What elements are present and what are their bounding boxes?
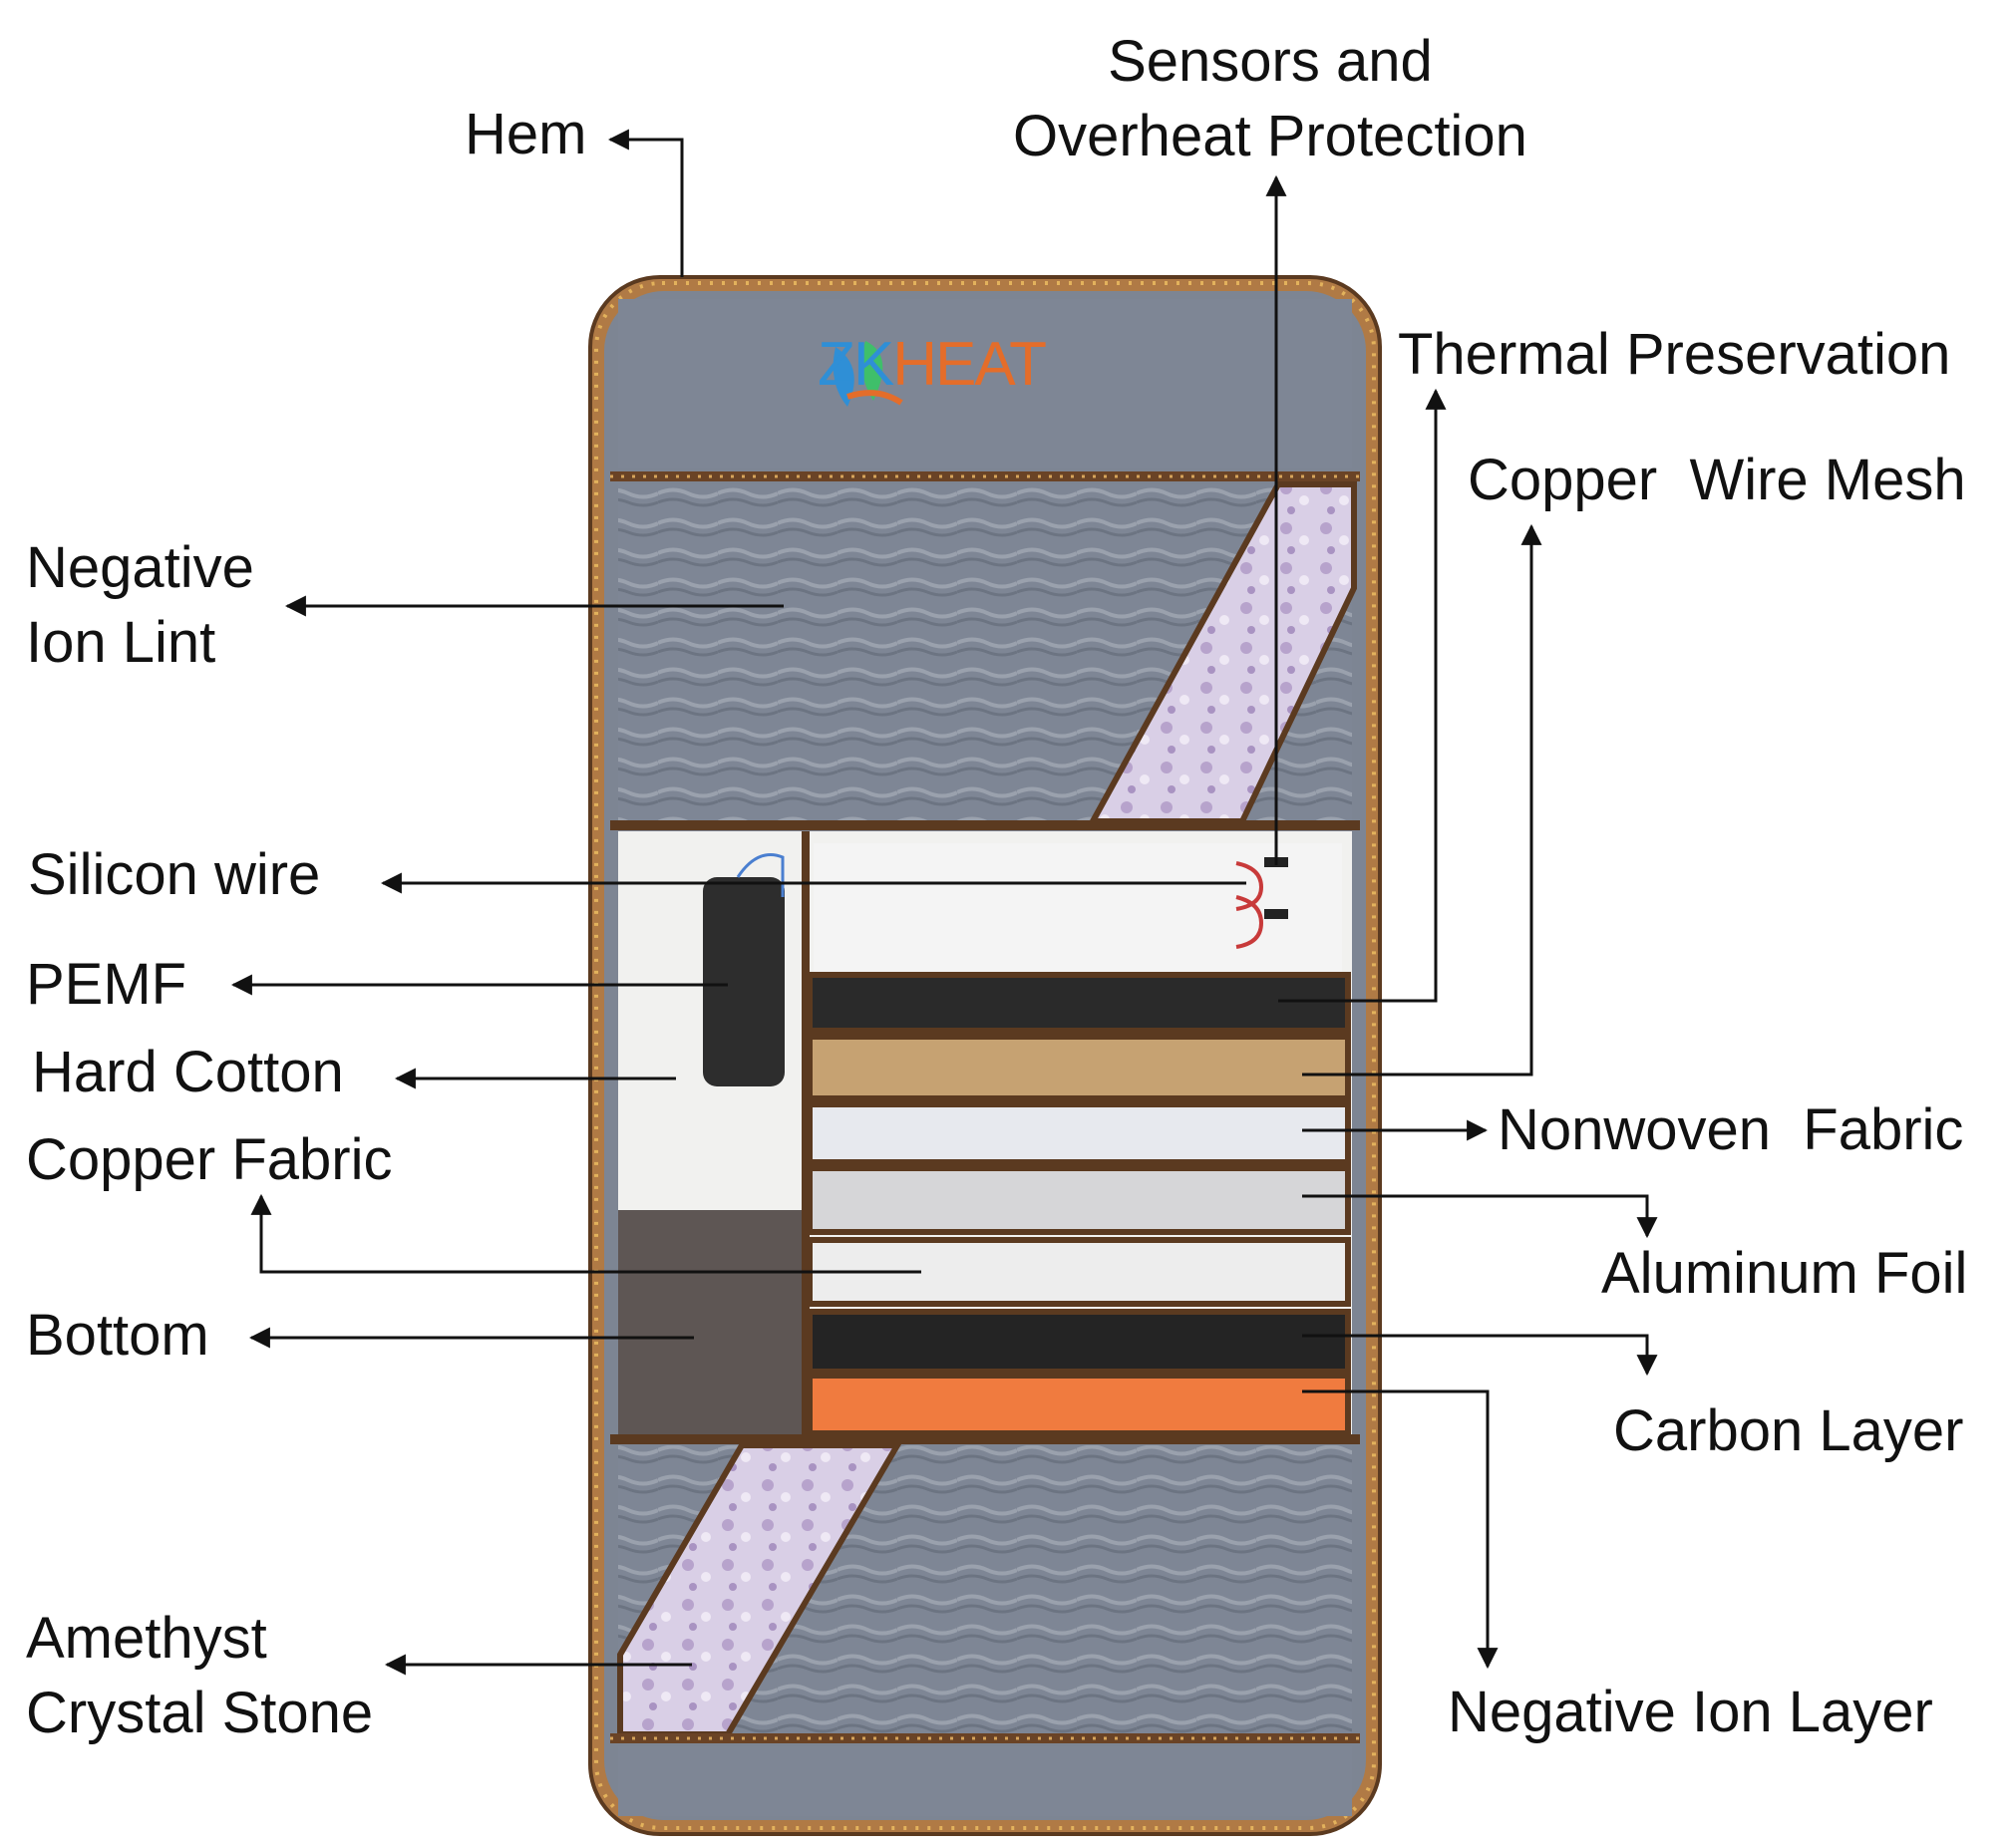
label-sensors: Sensors and Overheat Protection [1013, 29, 1527, 169]
arrow-aluminum [1302, 1194, 1658, 1239]
label-copper-fabric: Copper Fabric [26, 1127, 393, 1192]
top-sublayer [814, 843, 1342, 973]
label-thermal-preservation: Thermal Preservation [1398, 322, 1951, 387]
brand-logo-part1: ZK [818, 330, 894, 399]
aluminum-band [807, 1165, 1351, 1235]
carbon-band [807, 1309, 1351, 1375]
arrow-copper-mesh [1302, 523, 1542, 1077]
silicon-wire-coils [1235, 861, 1264, 949]
bottom-band [618, 1746, 1352, 1816]
label-carbon-layer: Carbon Layer [1613, 1398, 1964, 1463]
upper-amethyst-strip [1087, 481, 1357, 824]
label-hem: Hem [465, 102, 587, 166]
label-hard-cotton: Hard Cotton [32, 1040, 344, 1104]
label-negative-ion-layer: Negative Ion Layer [1448, 1680, 1933, 1744]
heating-mat [588, 275, 1382, 1836]
label-copper-wire-mesh: Copper Wire Mesh [1468, 448, 1966, 512]
bottom-layer-swatch [618, 1210, 808, 1435]
arrow-hem [607, 129, 684, 277]
pemf-device [703, 877, 785, 1086]
label-aluminum-foil: Aluminum Foil [1601, 1241, 1968, 1306]
leader-lines [230, 129, 1658, 1676]
arrow-carbon [1302, 1334, 1658, 1377]
label-amethyst-crystal-stone: Amethyst Crystal Stone [26, 1606, 374, 1746]
label-nonwoven-fabric: Nonwoven Fabric [1498, 1097, 1964, 1162]
copper-mesh-band [807, 1034, 1351, 1101]
hem-trim [594, 281, 1376, 1830]
nonwoven-band [807, 1101, 1351, 1165]
label-bottom: Bottom [26, 1303, 209, 1368]
label-negative-ion-lint: Negative Ion Lint [26, 535, 254, 676]
negative-ion-band [807, 1373, 1351, 1436]
label-silicon-wire: Silicon wire [28, 842, 321, 907]
arrow-copper-fabric [250, 1193, 921, 1274]
thermal-preservation-band [807, 972, 1351, 1034]
brand-logo-part2: HEAT [892, 330, 1047, 399]
arrow-thermal [1278, 388, 1447, 1003]
brand-logo: ZKHEAT [818, 329, 1047, 400]
top-band [618, 299, 1352, 468]
label-pemf: PEMF [26, 952, 187, 1017]
brand-leaf-icon [833, 341, 903, 407]
arrow-negative-ion-layer [1302, 1389, 1499, 1670]
